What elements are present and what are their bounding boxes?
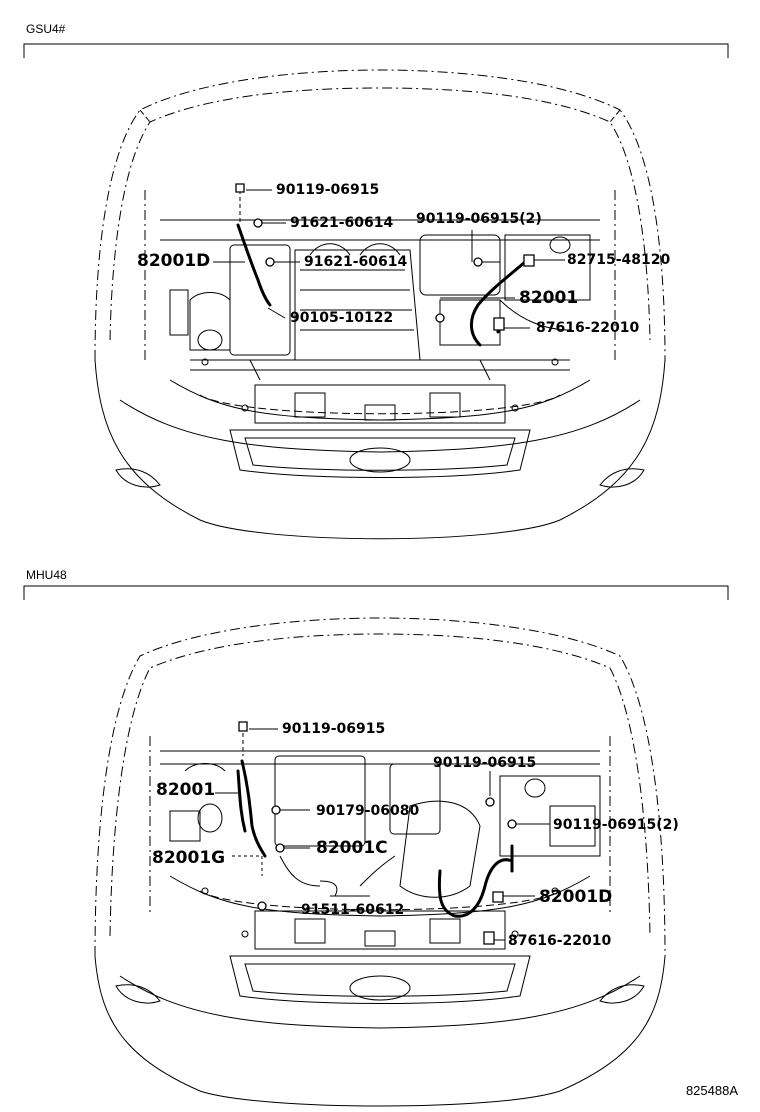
engine-bay-drawing: [23, 585, 729, 1107]
part-number-callout: 82001G: [152, 848, 226, 868]
engine-bay-drawing: [23, 43, 729, 540]
diagram-code: 825488A: [685, 1083, 738, 1098]
part-number-callout: 82001D: [137, 251, 211, 271]
part-number-callout: 90119-06915: [276, 182, 380, 198]
part-number-callout: 90179-06080: [316, 803, 420, 819]
part-number-callout: 90119-06915: [282, 721, 386, 737]
panel-mhu48: MHU48: [0, 556, 760, 1112]
part-number-callout: 90105-10122: [290, 310, 394, 326]
part-number-callout: 90119-06915(2): [553, 817, 679, 833]
section-label: MHU48: [26, 568, 67, 582]
part-number-callout: 82715-48120: [567, 252, 671, 268]
part-number-callout: 91621-60614: [290, 215, 394, 231]
part-number-callout: 91621-60614: [304, 254, 408, 270]
part-number-callout: 87616-22010: [536, 320, 640, 336]
part-number-callout: 82001: [156, 780, 216, 800]
part-number-callout: 82001C: [316, 838, 388, 858]
section-label: GSU4#: [26, 22, 66, 36]
part-number-callout: 90119-06915(2): [416, 211, 542, 227]
part-number-callout: 82001: [519, 288, 579, 308]
part-number-callout: 91511-60612: [301, 902, 405, 918]
part-number-callout: 82001D: [539, 887, 613, 907]
panel-gsu4: GSU4#: [23, 22, 729, 540]
part-number-callout: 90119-06915: [433, 755, 537, 771]
part-number-callout: 87616-22010: [508, 933, 612, 949]
